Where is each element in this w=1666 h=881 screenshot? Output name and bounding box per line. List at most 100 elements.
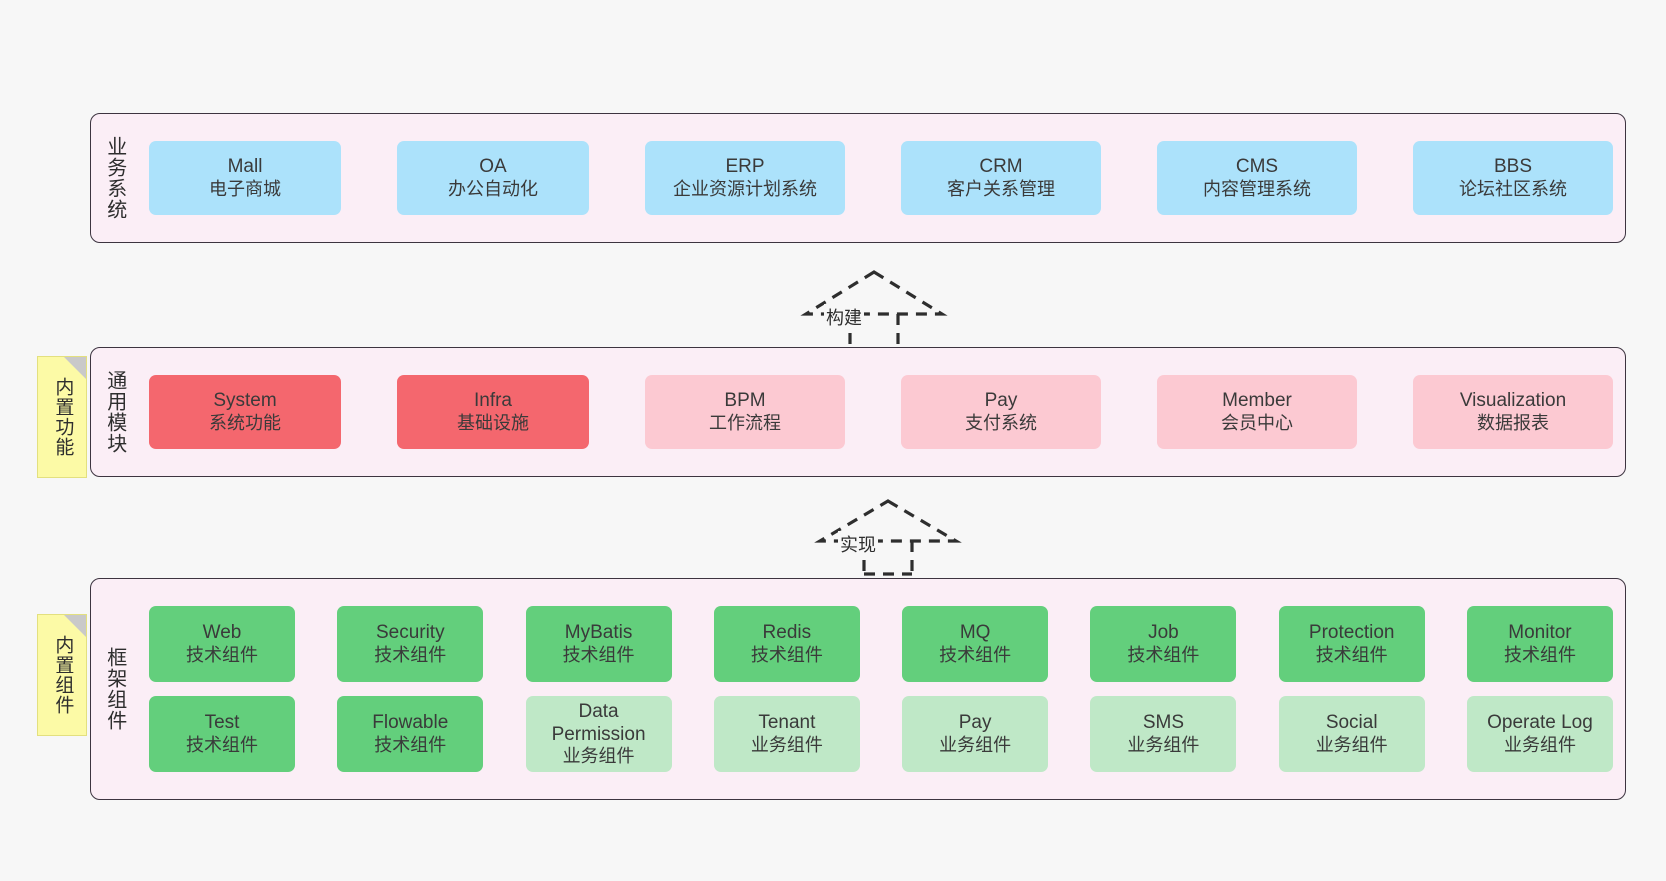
node-subtitle: 技术组件 (1503, 644, 1576, 665)
node-title: Pay (984, 390, 1018, 412)
node-title: Member (1222, 390, 1292, 412)
node-subtitle: 系统功能 (209, 412, 281, 433)
sticky-note-builtin-components: 内置组件 (37, 614, 87, 736)
node-pay-business[interactable]: Pay 业务组件 (902, 696, 1049, 772)
arrowhead-hollow-triangle (814, 499, 962, 543)
node-visualization[interactable]: Visualization 数据报表 (1413, 375, 1613, 449)
node-subtitle: 技术组件 (186, 644, 258, 665)
connector-implement: 实现 (814, 497, 962, 576)
node-title: CRM (979, 156, 1023, 178)
node-title: Mall (227, 156, 263, 178)
node-title: OA (479, 156, 507, 178)
node-subtitle: 技术组件 (374, 734, 447, 755)
node-title: Job (1148, 622, 1179, 644)
node-bpm[interactable]: BPM 工作流程 (645, 375, 845, 449)
sticky-fold-corner-icon (64, 357, 86, 379)
node-title: Tenant (758, 712, 816, 734)
node-test[interactable]: Test 技术组件 (149, 696, 295, 772)
node-tenant[interactable]: Tenant 业务组件 (713, 696, 860, 772)
node-title: System (213, 390, 277, 412)
node-title: CMS (1235, 156, 1279, 178)
sticky-note-label: 内置功能 (52, 377, 74, 457)
node-row: Mall 电子商城 OA 办公自动化 ERP 企业资源计划系统 CRM 客户关系… (149, 141, 1613, 215)
node-job[interactable]: Job 技术组件 (1090, 606, 1237, 682)
node-security[interactable]: Security 技术组件 (337, 606, 484, 682)
node-subtitle: 技术组件 (186, 734, 258, 755)
node-social[interactable]: Social 业务组件 (1278, 696, 1425, 772)
node-title: Redis (762, 622, 812, 644)
node-monitor[interactable]: Monitor 技术组件 (1466, 606, 1613, 682)
node-subtitle: 技术组件 (939, 644, 1012, 665)
node-title: Social (1325, 712, 1378, 734)
node-data-permission[interactable]: Data Permission 业务组件 (525, 696, 672, 772)
node-title: MQ (959, 622, 991, 644)
arrowhead-hollow-triangle (800, 270, 948, 316)
layer-business-systems: 业务系统 Mall 电子商城 OA 办公自动化 ERP 企业资源计划系统 CRM… (90, 113, 1626, 243)
node-crm[interactable]: CRM 客户关系管理 (901, 141, 1101, 215)
node-title: Test (204, 712, 240, 734)
node-title: Web (202, 622, 242, 644)
node-subtitle: 业务组件 (562, 746, 635, 767)
node-member[interactable]: Member 会员中心 (1157, 375, 1357, 449)
node-subtitle: 基础设施 (457, 412, 529, 433)
layer-title-common-modules: 通用模块 (103, 370, 126, 454)
node-row: Test 技术组件 Flowable 技术组件 Data Permission … (149, 696, 1613, 772)
node-oa[interactable]: OA 办公自动化 (397, 141, 589, 215)
node-title: Pay (958, 712, 992, 734)
node-row: Web 技术组件 Security 技术组件 MyBatis 技术组件 Redi… (149, 606, 1613, 682)
node-subtitle: 业务组件 (1503, 734, 1576, 755)
node-flowable[interactable]: Flowable 技术组件 (337, 696, 484, 772)
node-title: Operate Log (1487, 712, 1593, 734)
node-mybatis[interactable]: MyBatis 技术组件 (525, 606, 672, 682)
layer-title-business-systems: 业务系统 (103, 136, 126, 220)
node-title: BPM (724, 390, 766, 412)
node-erp[interactable]: ERP 企业资源计划系统 (645, 141, 845, 215)
sticky-note-label: 内置组件 (52, 635, 74, 715)
node-mq[interactable]: MQ 技术组件 (902, 606, 1049, 682)
node-pay[interactable]: Pay 支付系统 (901, 375, 1101, 449)
node-title: ERP (725, 156, 765, 178)
node-operate-log[interactable]: Operate Log 业务组件 (1466, 696, 1613, 772)
node-subtitle: 技术组件 (1127, 644, 1200, 665)
layer-common-modules: 通用模块 System 系统功能 Infra 基础设施 BPM 工作流程 Pay… (90, 347, 1626, 477)
node-sms[interactable]: SMS 业务组件 (1090, 696, 1237, 772)
sticky-note-builtin-features: 内置功能 (37, 356, 87, 478)
node-system[interactable]: System 系统功能 (149, 375, 341, 449)
node-subtitle: 论坛社区系统 (1459, 178, 1567, 199)
node-web[interactable]: Web 技术组件 (149, 606, 295, 682)
node-subtitle: 客户关系管理 (947, 178, 1055, 199)
node-infra[interactable]: Infra 基础设施 (397, 375, 589, 449)
node-protection[interactable]: Protection 技术组件 (1278, 606, 1425, 682)
node-subtitle: 会员中心 (1221, 412, 1293, 433)
node-subtitle: 办公自动化 (448, 178, 538, 199)
node-row: System 系统功能 Infra 基础设施 BPM 工作流程 Pay 支付系统… (149, 375, 1613, 449)
node-title: SMS (1142, 712, 1184, 734)
node-title: Protection (1308, 622, 1395, 644)
node-bbs[interactable]: BBS 论坛社区系统 (1413, 141, 1613, 215)
node-cms[interactable]: CMS 内容管理系统 (1157, 141, 1357, 215)
node-subtitle: 业务组件 (1315, 734, 1388, 755)
node-mall[interactable]: Mall 电子商城 (149, 141, 341, 215)
node-title: Monitor (1508, 622, 1572, 644)
layer-body-framework-components: Web 技术组件 Security 技术组件 MyBatis 技术组件 Redi… (137, 579, 1625, 799)
node-title: Security (375, 622, 445, 644)
node-title: Flowable (372, 712, 449, 734)
connector-label-implement: 实现 (838, 531, 878, 557)
node-title: Infra (473, 390, 513, 412)
connector-label-build: 构建 (824, 304, 864, 330)
node-subtitle: 技术组件 (374, 644, 447, 665)
layer-body-business-systems: Mall 电子商城 OA 办公自动化 ERP 企业资源计划系统 CRM 客户关系… (137, 114, 1625, 242)
node-subtitle: 技术组件 (750, 644, 823, 665)
sticky-fold-corner-icon (64, 615, 86, 637)
node-subtitle: 支付系统 (965, 412, 1037, 433)
layer-body-common-modules: System 系统功能 Infra 基础设施 BPM 工作流程 Pay 支付系统… (137, 348, 1625, 476)
node-subtitle: 业务组件 (939, 734, 1012, 755)
node-subtitle: 电子商城 (209, 178, 281, 199)
node-title: Visualization (1459, 390, 1567, 412)
node-title: Data Permission (551, 700, 646, 746)
node-redis[interactable]: Redis 技术组件 (713, 606, 860, 682)
node-subtitle: 内容管理系统 (1203, 178, 1311, 199)
node-subtitle: 技术组件 (562, 644, 635, 665)
node-subtitle: 数据报表 (1477, 412, 1549, 433)
